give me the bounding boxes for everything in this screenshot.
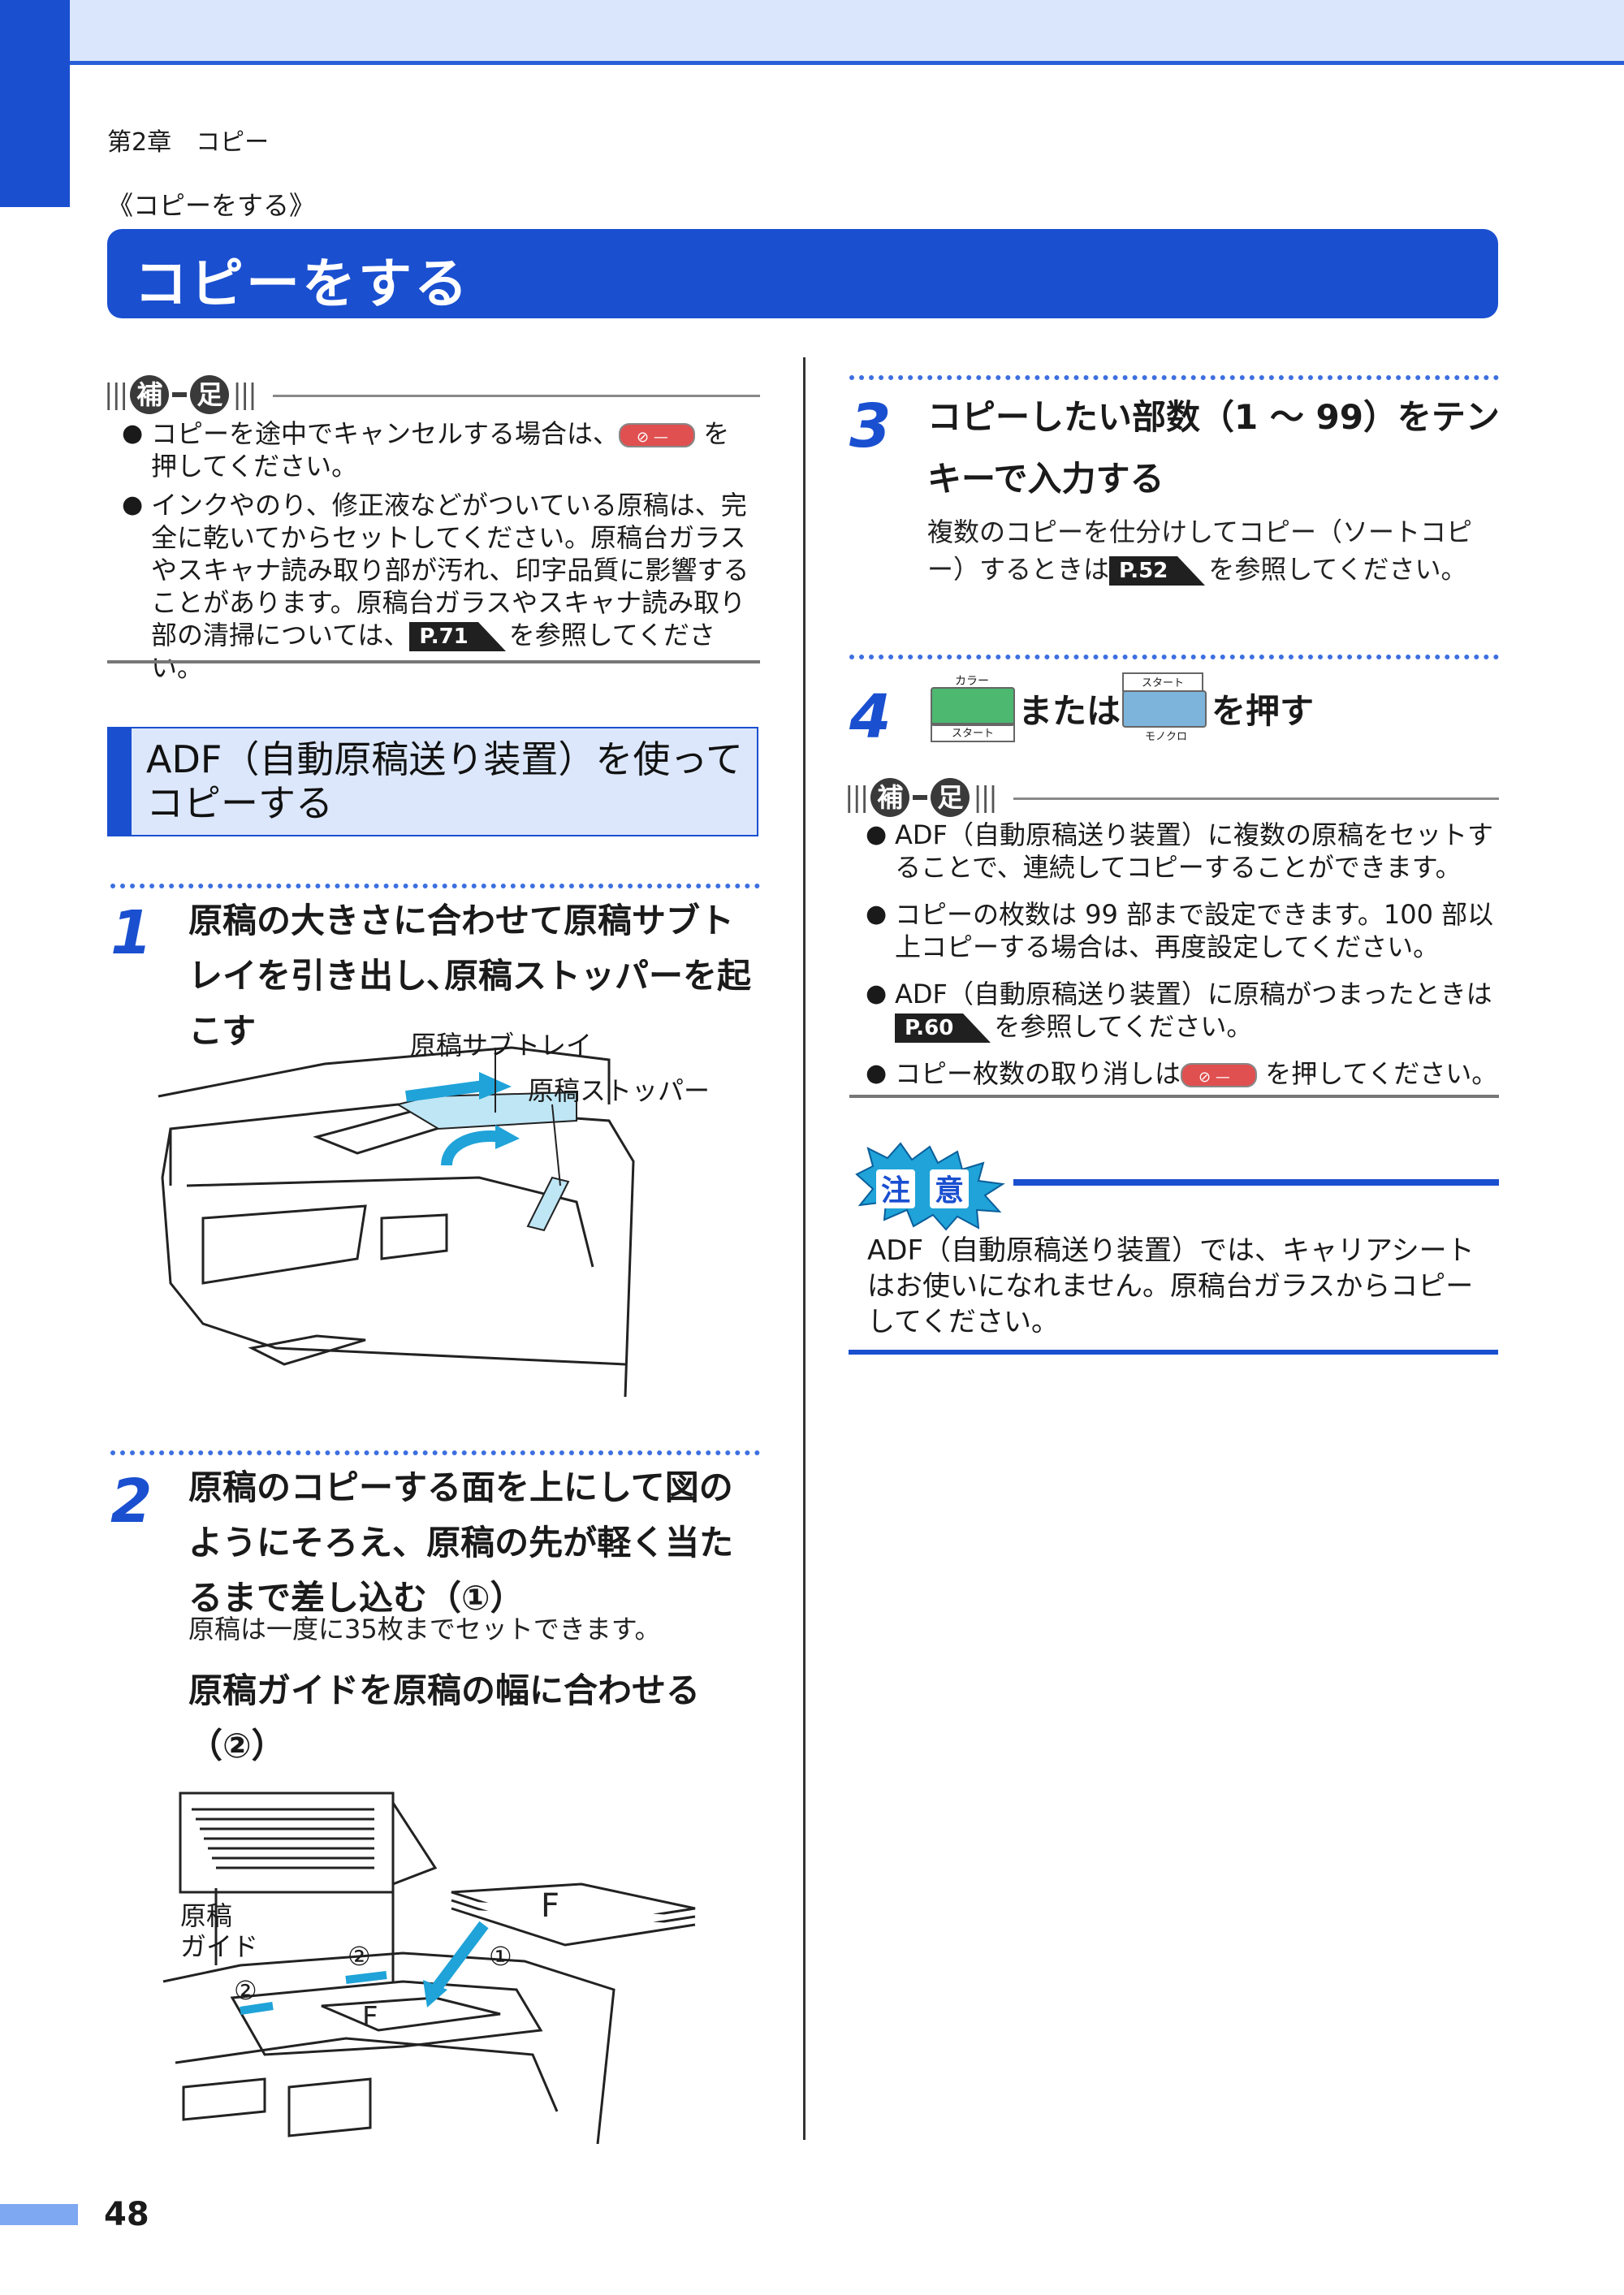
page-ref-link[interactable]: P.52 [1109,556,1206,586]
list-item: コピー枚数の取り消しは を押してください。 [866,1057,1499,1094]
page-ref-link[interactable]: P.60 [895,1014,991,1043]
label-circle-2: ② [348,1941,371,1972]
svg-text:F: F [362,2001,378,2034]
key-mono-bottom-label: モノクロ [1145,731,1188,743]
label-circle-1: ① [489,1941,512,1972]
step-subtitle: 原稿ガイドを原稿の幅に合わせる（②） [188,1670,701,1766]
key-color-bottom-label: スタート [931,723,1015,742]
step-number: 2 [110,1467,153,1536]
list-item: ADF（自動原稿送り装置）に複数の原稿をセットすることで、連続してコピーすること… [866,819,1499,884]
step-title: 原稿の大きさに合わせて原稿サブトレイを引き出し､原稿ストッパーを起こす [188,901,752,1051]
step-number: 4 [849,682,892,752]
list-item: インクやのり、修正液などがついている原稿は、完全に乾いてからセットしてください。… [122,489,755,684]
step-number: 3 [849,391,892,461]
column-divider [803,357,806,2140]
page-number-bar [0,2204,78,2225]
step-divider [110,1450,760,1455]
supplement-bottom-rule [107,660,760,663]
supplement-char: 補 [870,778,910,817]
step-body: 原稿は一度に35枚までセットできます。 [188,1614,661,1645]
section-reference: 《コピーをする》 [107,190,316,221]
supplement-list-right: ADF（自動原稿送り装置）に複数の原稿をセットすることで、連続してコピーすること… [866,819,1499,1096]
step4-or: または [1018,691,1121,731]
step-title: カラー スタート または スタート モノクロ を押す [927,672,1512,746]
page-ref-link[interactable]: P.71 [409,622,507,651]
step-divider [849,375,1499,380]
supplement-rule [273,395,760,397]
key-color-top-label: カラー [955,675,989,688]
caution-bottom-rule [849,1350,1498,1355]
chapter-label: 第2章 コピー [107,128,270,157]
supplement-label-left: ||| 補 足 ||| [104,375,257,414]
title-bar [107,229,1498,318]
header-band [0,0,1624,65]
caution-rule [1013,1179,1499,1186]
list-item: コピーを途中でキャンセルする場合は、 を押してください。 [122,417,755,482]
mono-start-key-icon [1122,690,1207,728]
svg-text:F: F [541,1887,559,1925]
caution-badge-icon: 注 意 [855,1142,1005,1231]
adf-heading: ADF（自動原稿送り装置）を使ってコピーする [146,737,744,825]
supplement-char: 補 [130,375,170,414]
adf-tray-illustration [158,1046,635,1397]
list-item: コピーの枚数は 99 部まで設定できます。100 部以上コピーする場合は、再度設… [866,898,1499,963]
step-title: コピーしたい部数（1 ～ 99）をテンキーで入力する [927,397,1500,499]
key-mono-top-label: スタート [1122,672,1203,692]
step-number: 1 [110,898,153,968]
stop-button-icon [619,421,696,454]
label-circle-2b: ② [234,1975,257,2006]
step-divider [110,884,760,888]
caution-char: 意 [935,1174,964,1208]
step4-press: を押す [1212,691,1315,731]
label-stopper: 原稿ストッパー [528,1075,710,1106]
caution-char: 注 [881,1174,910,1208]
page-number: 48 [104,2196,149,2233]
adf-heading-box [107,727,758,836]
caution-text: ADF（自動原稿送り装置）では、キャリアシートはお使いになれません。原稿台ガラス… [867,1234,1475,1338]
label-document-guide: 原稿 ガイド [180,1900,259,1962]
adf-heading-bar [107,727,132,836]
step-title: 原稿のコピーする面を上にして図のようにそろえ、原稿の先が軽く当たるまで差し込む（… [188,1467,734,1618]
page-title: コピーをする [134,253,470,315]
step-divider [849,655,1499,659]
supplement-char: 足 [931,778,970,817]
stop-button-icon [1181,1061,1258,1094]
supplement-rule [1013,797,1499,800]
supplement-char: 足 [190,375,230,414]
supplement-list-left: コピーを途中でキャンセルする場合は、 を押してください。 インクやのり、修正液な… [122,417,755,690]
chapter-tab [0,0,70,207]
supplement-label-right: ||| 補 足 ||| [844,778,998,817]
label-sub-tray: 原稿サブトレイ [410,1030,593,1061]
color-start-key-icon [931,687,1015,726]
document-guide-illustration: F F [162,1791,696,2144]
supplement-bottom-rule [849,1095,1499,1098]
